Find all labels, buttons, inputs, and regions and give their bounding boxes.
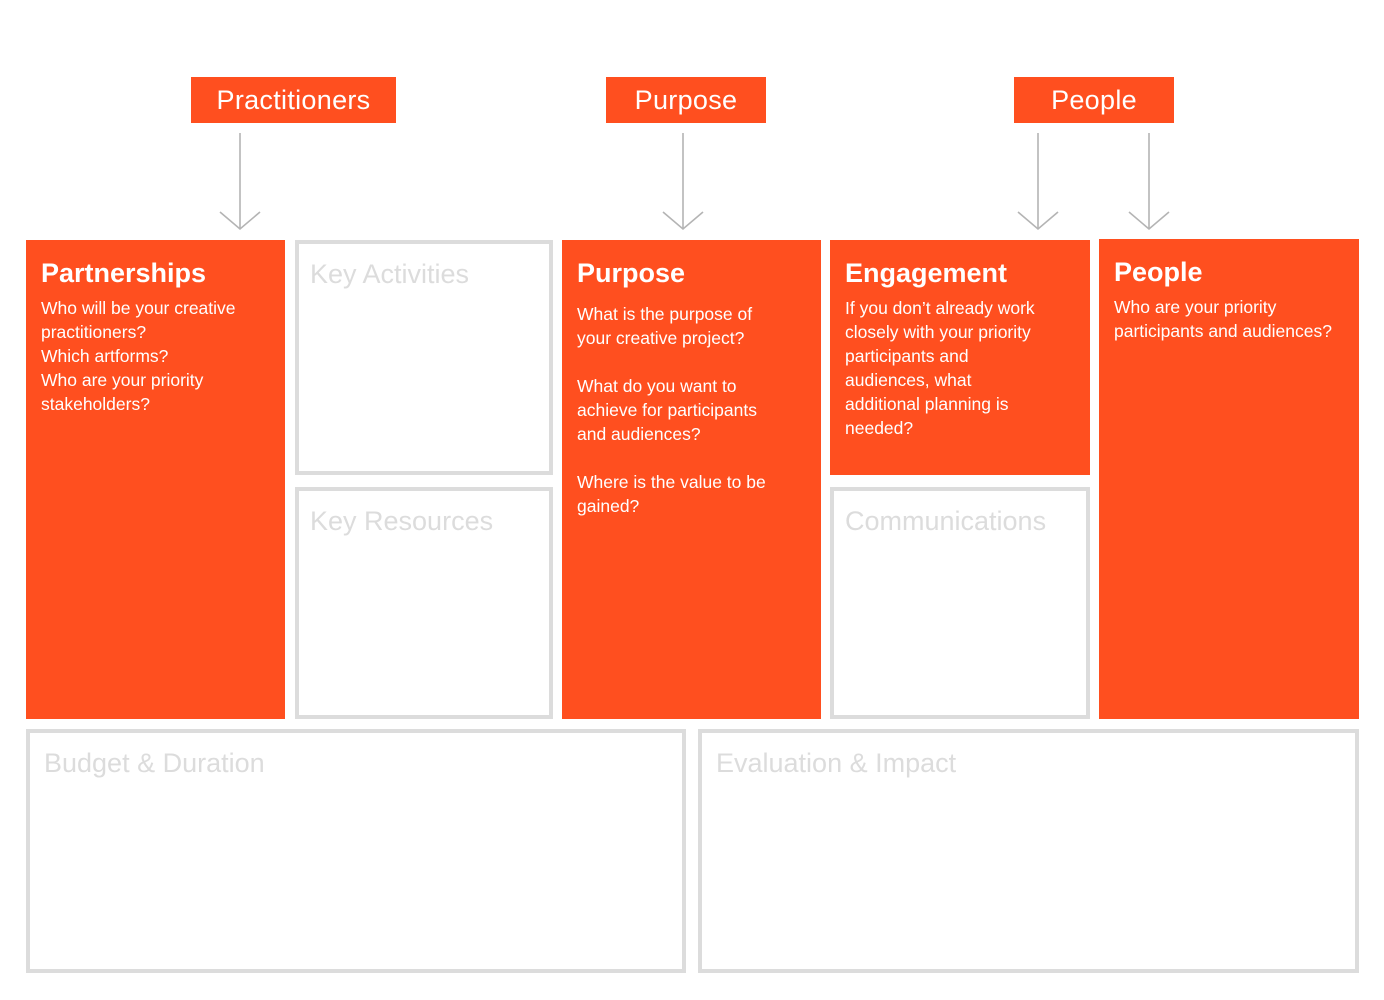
purpose-body: What is the purpose of your creative pro…: [577, 304, 766, 516]
communications-card: Communications: [830, 487, 1090, 719]
people-card: People Who are your priority participant…: [1099, 239, 1359, 719]
engagement-title: Engagement: [845, 258, 1008, 288]
budget-duration-title: Budget & Duration: [44, 748, 265, 778]
practitioners-tag: Practitioners: [191, 77, 396, 123]
engagement-body: If you don’t already work closely with y…: [845, 298, 1035, 438]
evaluation-impact-card: Evaluation & Impact: [698, 729, 1359, 973]
connector-arrows: [219, 133, 1170, 231]
people-title: People: [1114, 257, 1203, 287]
purpose-tag: Purpose: [606, 77, 766, 123]
partnerships-body: Who will be your creative practitioners?…: [41, 298, 236, 414]
people-body: Who are your priority participants and a…: [1114, 297, 1332, 341]
people-tag: People: [1014, 77, 1174, 123]
purpose-card: Purpose What is the purpose of your crea…: [562, 240, 821, 719]
communications-title: Communications: [845, 506, 1047, 536]
purpose-title: Purpose: [577, 258, 686, 288]
arrow-people-to-engagement: [1017, 133, 1059, 231]
arrow-practitioners-to-partnerships: [219, 133, 261, 231]
evaluation-impact-title: Evaluation & Impact: [716, 748, 957, 778]
budget-duration-card: Budget & Duration: [26, 729, 686, 973]
arrow-purpose-to-purpose: [662, 133, 704, 231]
key-resources-title: Key Resources: [310, 506, 494, 536]
key-activities-card: Key Activities: [295, 240, 553, 475]
partnerships-card: Partnerships Who will be your creative p…: [26, 240, 285, 719]
arrow-people-to-people: [1128, 133, 1170, 231]
key-resources-card: Key Resources: [295, 487, 553, 719]
engagement-card: Engagement If you don’t already work clo…: [830, 240, 1090, 475]
partnerships-title: Partnerships: [41, 258, 207, 288]
key-activities-title: Key Activities: [310, 259, 470, 289]
